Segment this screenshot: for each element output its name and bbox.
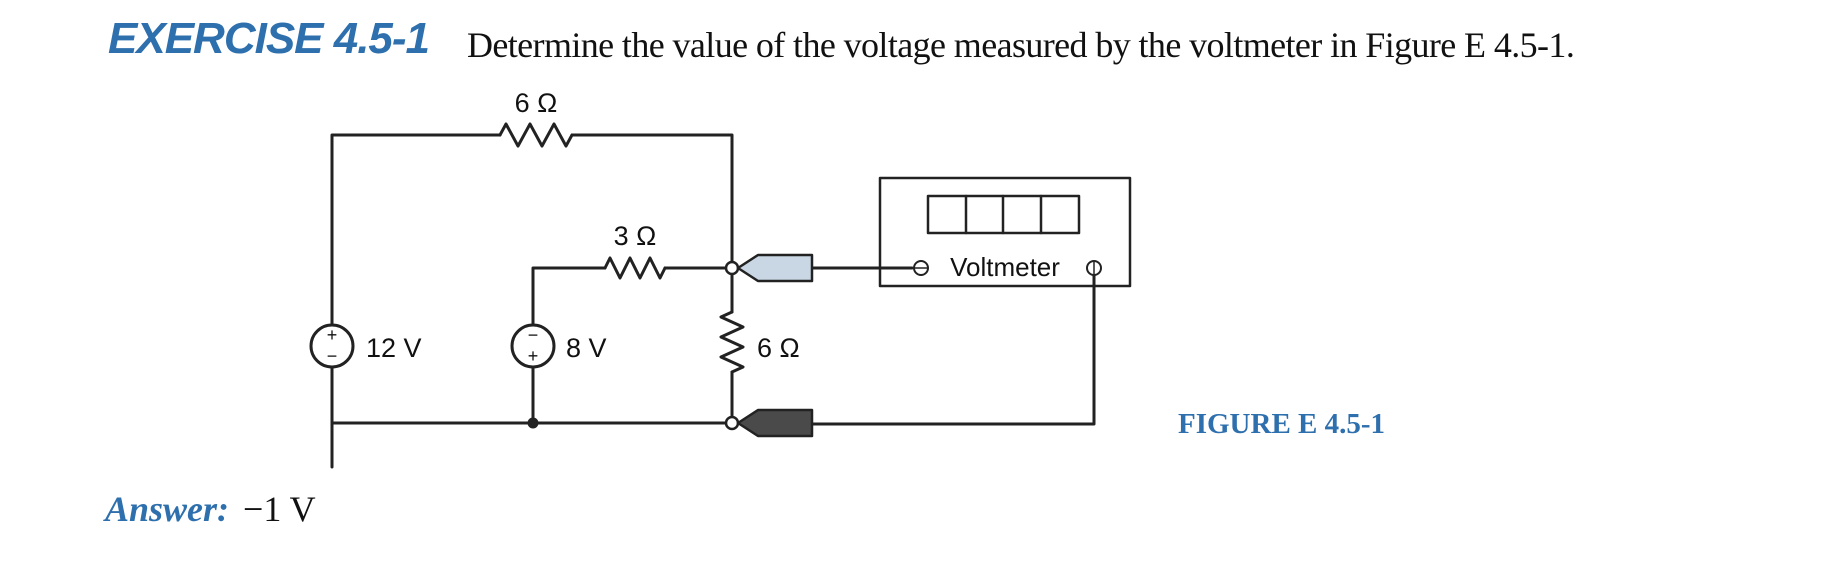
plus-sign: + (327, 325, 338, 345)
exercise-statement: Determine the value of the voltage measu… (467, 25, 1575, 65)
resistor-mid-3-ohm (603, 256, 667, 280)
probe-positive-tip (736, 253, 814, 283)
node-junction-bottom (724, 415, 740, 431)
voltmeter-body (878, 176, 1132, 288)
label-voltmeter: Voltmeter (950, 252, 1060, 282)
node-junction-top (724, 260, 740, 276)
plus-sign: + (528, 346, 539, 366)
voltmeter-terminal-negative (1086, 260, 1102, 276)
probe-negative-lead (810, 271, 1096, 426)
exercise-title: EXERCISE 4.5-1 (108, 14, 430, 63)
probe-negative-tip (736, 408, 814, 438)
label-r-right: 6 Ω (757, 333, 800, 363)
answer: Answer: −1 V (105, 488, 316, 530)
answer-label: Answer: (105, 489, 230, 529)
wire-top-left (330, 133, 502, 427)
minus-sign: − (327, 346, 338, 366)
figure-label: FIGURE E 4.5-1 (1178, 408, 1386, 440)
label-r-top: 6 Ω (515, 88, 558, 118)
voltmeter-terminal-positive (913, 260, 929, 276)
label-r-mid: 3 Ω (614, 221, 657, 251)
label-source-left: 12 V (366, 333, 422, 363)
wire-mid-up (531, 266, 607, 330)
wire-top-right (570, 133, 734, 264)
voltage-source-12v: + − (309, 323, 355, 369)
answer-value: −1 V (243, 489, 316, 529)
voltage-source-8v: − + (510, 323, 556, 369)
minus-sign: − (528, 325, 539, 345)
node-solid-bottom (527, 417, 539, 429)
label-source-mid: 8 V (566, 333, 607, 363)
voltmeter-display-segments (964, 194, 1043, 235)
resistor-right-6-ohm (719, 310, 745, 374)
resistor-top-6-ohm (498, 122, 574, 148)
